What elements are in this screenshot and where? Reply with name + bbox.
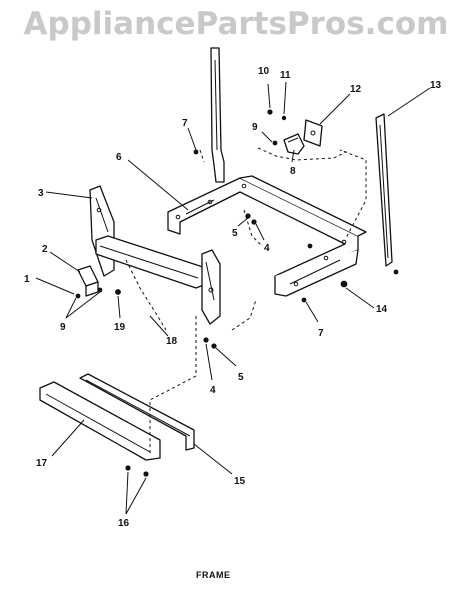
watermark: AppliancePartsPros.com (23, 6, 449, 42)
callout-10: 10 (258, 66, 270, 77)
callout-12: 12 (350, 84, 362, 95)
screw-1 (75, 293, 81, 299)
callout-2: 2 (42, 244, 48, 255)
alignment-lines (125, 147, 367, 456)
callout-5a: 5 (232, 228, 238, 239)
callout-17: 17 (36, 458, 48, 469)
part-17-kick-plate (39, 381, 161, 461)
leader-lines (35, 81, 431, 515)
part-15-bottom-rail (79, 373, 195, 451)
diagram-caption: FRAME (196, 570, 231, 580)
callout-6: 6 (116, 152, 122, 163)
part-12-bracket (303, 119, 323, 147)
callout-13: 13 (430, 80, 442, 91)
part-6-vertical-rail (210, 47, 225, 183)
callout-7a: 7 (182, 118, 188, 129)
callout-14: 14 (376, 304, 388, 315)
callout-1: 1 (24, 274, 30, 285)
callout-7b: 7 (318, 328, 324, 339)
nut-4-c (203, 337, 209, 343)
screw-9 (272, 140, 278, 146)
screw-7 (193, 149, 199, 155)
hardware (75, 109, 399, 477)
screw-13 (393, 269, 399, 275)
callout-18: 18 (166, 336, 178, 347)
part-2-angle-bracket (77, 265, 99, 297)
callout-3: 3 (38, 188, 44, 199)
screw-9-b (97, 287, 103, 293)
nut-4-b (307, 243, 313, 249)
callout-4b: 4 (210, 385, 216, 396)
screw-5-b (211, 343, 217, 349)
callout-4a: 4 (264, 243, 270, 254)
nut-4 (251, 219, 257, 225)
right-front-side-bracket (201, 249, 221, 325)
callout-labels: 1 2 3 4 4 5 5 6 7 7 8 9 9 10 11 12 13 14… (24, 66, 442, 529)
part-19 (115, 289, 121, 295)
callout-19: 19 (114, 322, 126, 333)
callout-9b: 9 (60, 322, 66, 333)
part-8-clip (283, 133, 305, 155)
part-13-right-rail (375, 113, 393, 267)
callout-8: 8 (290, 166, 296, 177)
screw-16-a (125, 465, 131, 471)
screw-16-b (143, 471, 149, 477)
part-6-top-frame (167, 175, 367, 297)
callout-15: 15 (234, 476, 246, 487)
callout-5b: 5 (238, 372, 244, 383)
bolt-14 (340, 280, 348, 288)
screw-5 (245, 213, 251, 219)
callout-16: 16 (118, 518, 130, 529)
washer-11 (281, 115, 287, 121)
screw-7-b (301, 297, 307, 303)
part-3-left-side-bracket (89, 185, 115, 277)
callout-11: 11 (280, 70, 291, 81)
callout-9a: 9 (252, 122, 258, 133)
screw-10 (267, 109, 273, 115)
